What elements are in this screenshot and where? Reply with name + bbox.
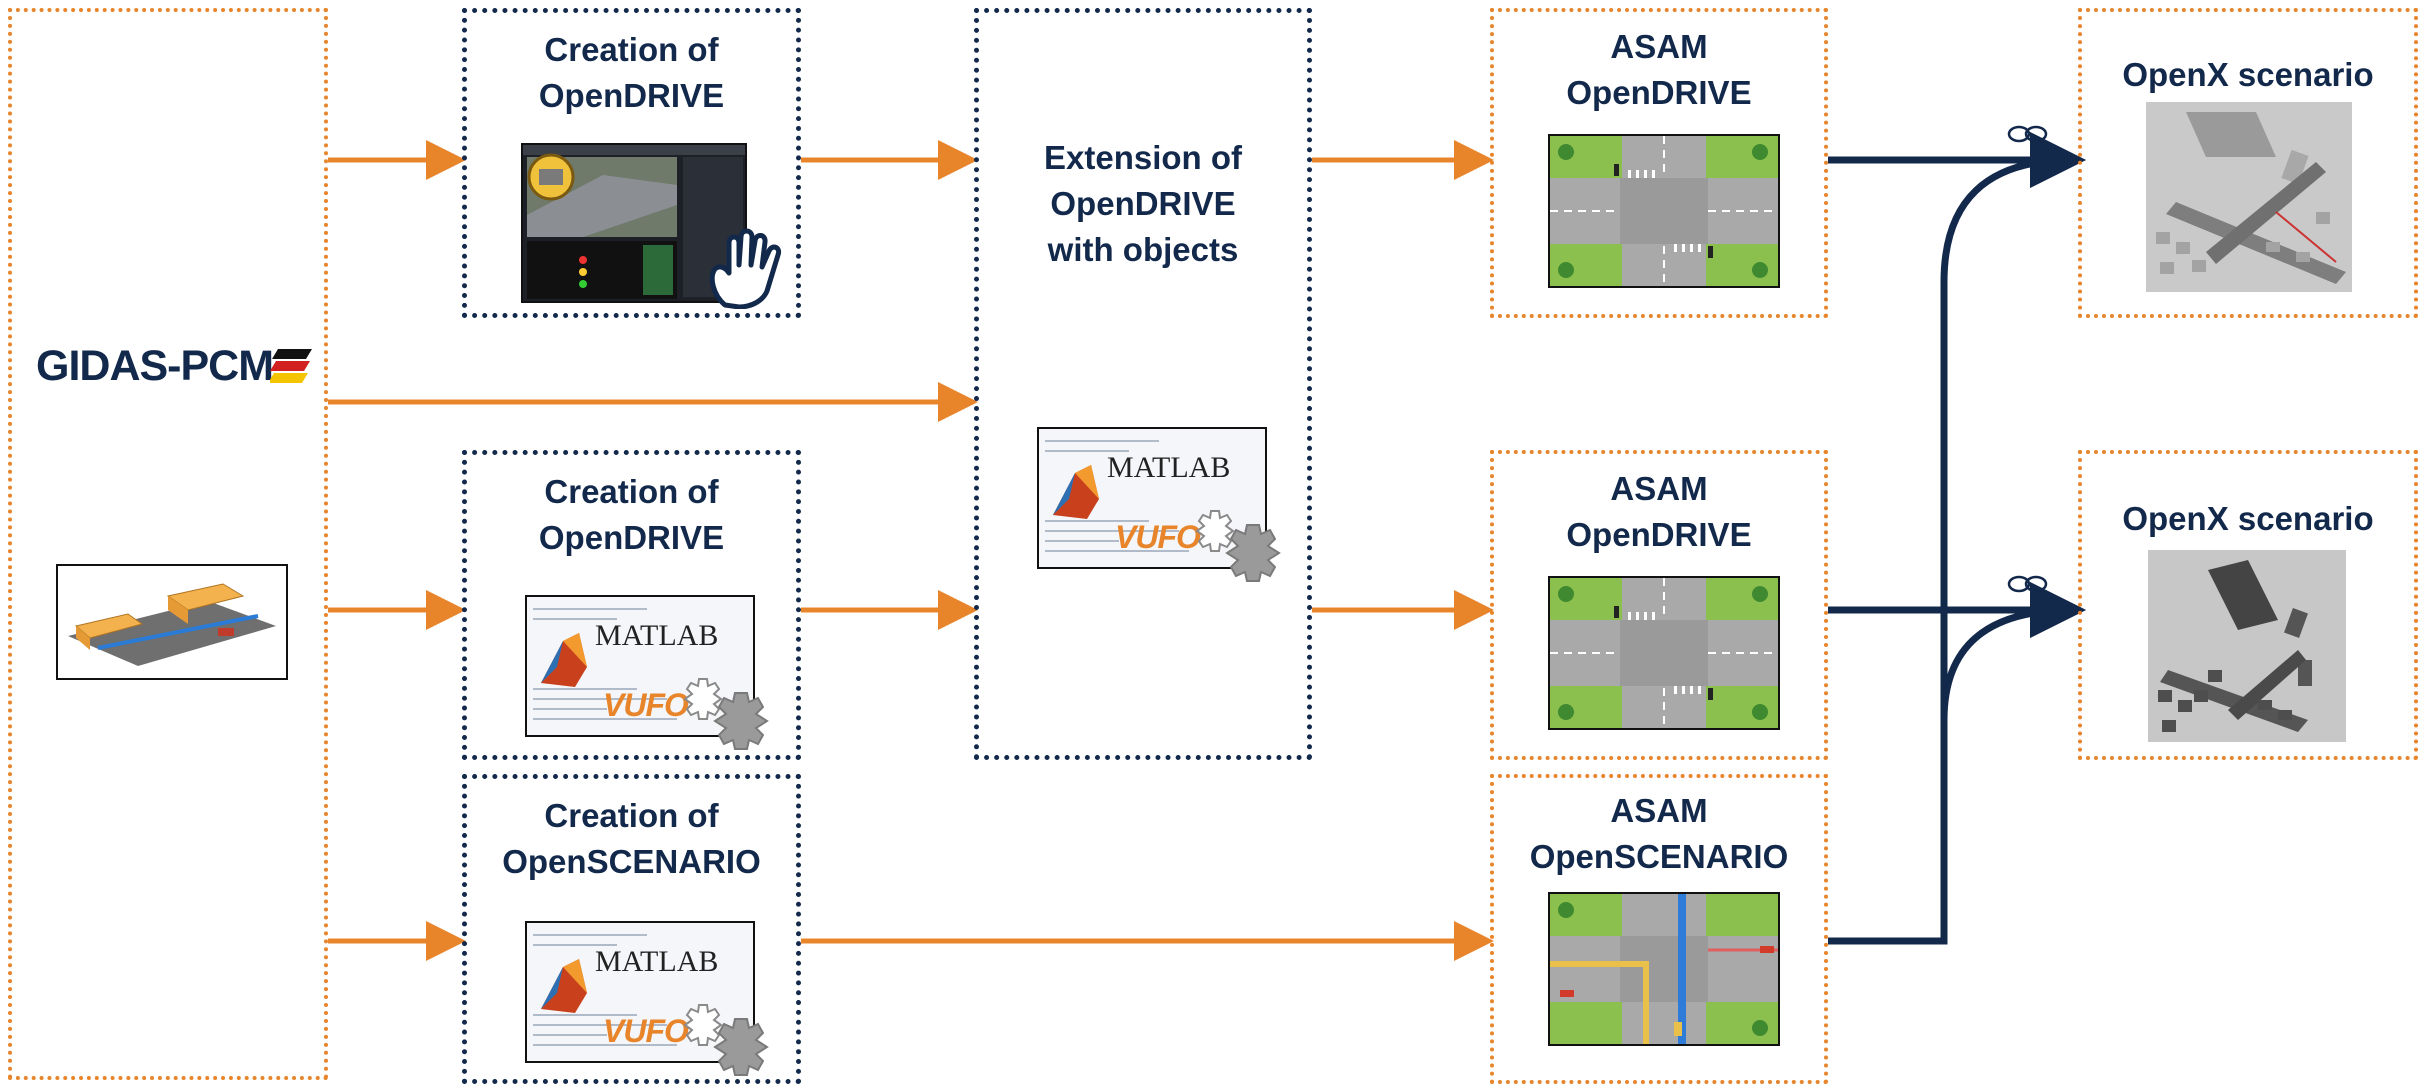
step-title-line1: Creation of bbox=[544, 797, 719, 834]
output-asam-openscenario: ASAM OpenSCENARIO bbox=[1490, 774, 1828, 1084]
step-create-opendrive-matlab: Creation of OpenDRIVE MATLAB VUFO bbox=[462, 450, 801, 760]
matlab-label: MATLAB bbox=[595, 945, 719, 978]
output-title-line2: OpenDRIVE bbox=[1566, 516, 1752, 553]
source-box: GIDAS-PCM bbox=[8, 8, 328, 1080]
step-create-opendrive-manual: Creation of OpenDRIVE bbox=[462, 8, 801, 318]
output-title-line1: ASAM bbox=[1610, 470, 1708, 507]
vufo-logo: VUFO bbox=[603, 1013, 689, 1049]
scenario-3d-render bbox=[2146, 102, 2352, 292]
hand-icon bbox=[709, 228, 782, 309]
logo-text: GIDAS-PCM bbox=[36, 342, 274, 390]
output-title-line2: OpenSCENARIO bbox=[1529, 838, 1789, 875]
step-title-line1: Creation of bbox=[544, 473, 719, 510]
step-create-openscenario-matlab: Creation of OpenSCENARIO MATLAB VUFO bbox=[462, 774, 801, 1084]
result-title: OpenX scenario bbox=[2122, 500, 2374, 537]
matlab-label: MATLAB bbox=[595, 619, 719, 652]
step-title-line2: OpenDRIVE bbox=[538, 77, 725, 114]
step-title-line2: OpenSCENARIO bbox=[502, 843, 761, 880]
scenario-3d-render bbox=[2148, 550, 2346, 742]
matlab-label: MATLAB bbox=[1107, 451, 1231, 484]
output-title-line2: OpenDRIVE bbox=[1566, 74, 1752, 111]
intersection-thumbnail bbox=[1548, 134, 1780, 288]
matlab-screenshot bbox=[1037, 427, 1267, 569]
crash-scene-3d-thumbnail bbox=[56, 564, 288, 680]
intersection-thumbnail bbox=[1548, 576, 1780, 730]
result-title: OpenX scenario bbox=[2122, 56, 2374, 93]
step-title-line3: with objects bbox=[1047, 231, 1239, 268]
output-title-line1: ASAM bbox=[1610, 792, 1708, 829]
gear-icon bbox=[683, 678, 769, 750]
vufo-logo: VUFO bbox=[1115, 519, 1201, 555]
german-flag-icon bbox=[270, 349, 312, 383]
scenario-intersection-thumbnail bbox=[1548, 892, 1780, 1046]
vufo-logo: VUFO bbox=[603, 687, 689, 723]
link-icon bbox=[2007, 575, 2048, 593]
output-asam-opendrive-2: ASAM OpenDRIVE bbox=[1490, 450, 1828, 760]
output-asam-opendrive-1: ASAM OpenDRIVE bbox=[1490, 8, 1828, 318]
gear-icon bbox=[1195, 510, 1281, 582]
output-title-line1: ASAM bbox=[1610, 28, 1708, 65]
arrow-asam-osc-to-openx-1 bbox=[1828, 132, 2086, 945]
step-title-line1: Creation of bbox=[544, 31, 719, 68]
step-title-line2: OpenDRIVE bbox=[538, 519, 725, 556]
gidas-pcm-logo: GIDAS-PCM bbox=[36, 342, 274, 391]
step-title-line2: OpenDRIVE bbox=[1050, 185, 1236, 222]
matlab-screenshot bbox=[525, 921, 755, 1063]
step-extension-of-opendrive: Extension of OpenDRIVE with objects MATL… bbox=[974, 8, 1312, 760]
link-icon bbox=[2007, 125, 2048, 143]
gear-icon bbox=[683, 1004, 769, 1076]
step-title-line1: Extension of bbox=[1043, 139, 1243, 176]
result-openx-scenario-1: OpenX scenario bbox=[2078, 8, 2418, 318]
arrow-asam-osc-to-openx-2 bbox=[1940, 582, 2086, 721]
result-openx-scenario-2: OpenX scenario bbox=[2078, 450, 2418, 760]
